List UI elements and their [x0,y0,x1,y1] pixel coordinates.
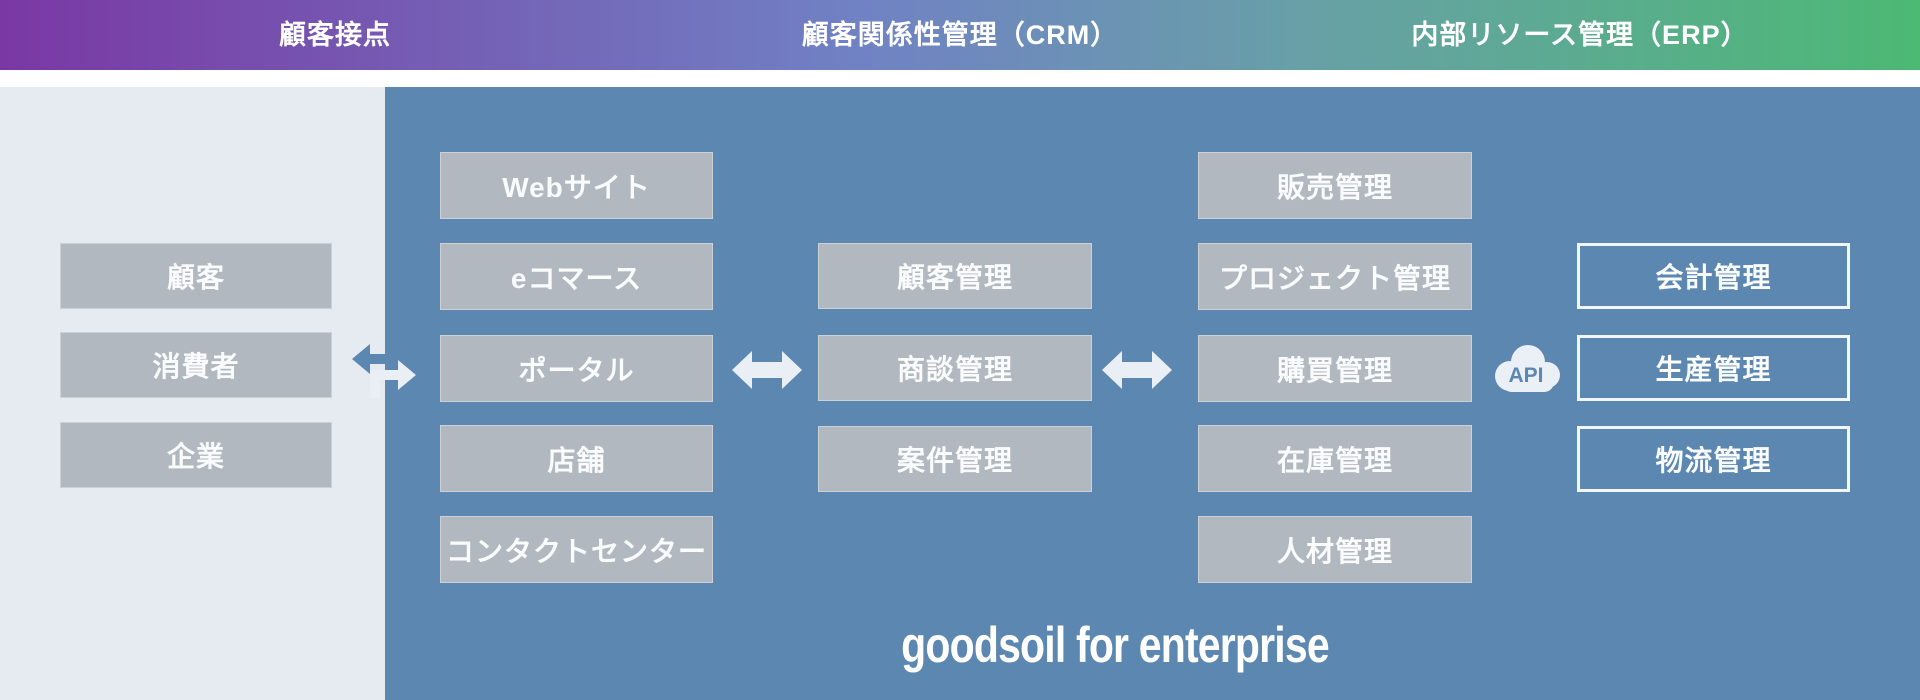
actor-box-company: 企業 [60,422,332,488]
header-section-customer-touchpoints: 顧客接点 [279,20,391,50]
channel-box-portal: ポータル [440,335,713,402]
api-cloud-label: API [1508,364,1543,387]
api-cloud-icon: API [1484,342,1570,398]
double-arrow-icon-right [1102,347,1172,393]
header-section-erp: 内部リソース管理（ERP） [1411,20,1749,50]
channel-box-ecommerce: eコマース [440,243,713,310]
header-band: 顧客接点 顧客関係性管理（CRM） 内部リソース管理（ERP） [0,0,1920,70]
erp-box-hr-mgmt: 人材管理 [1198,516,1472,583]
crm-box-case-mgmt: 案件管理 [818,426,1092,492]
actor-box-customer: 顧客 [60,243,332,309]
channel-box-contact-center: コンタクトセンター [440,516,713,583]
erp-box-sales-mgmt: 販売管理 [1198,152,1472,219]
swap-arrows-icon [350,336,418,398]
external-box-logistics-mgmt: 物流管理 [1577,426,1850,492]
actor-box-consumer: 消費者 [60,332,332,398]
brand-logo: goodsoil for enterprise [901,617,1329,673]
double-arrow-icon-left [732,347,802,393]
crm-box-customer-mgmt: 顧客管理 [818,243,1092,309]
erp-box-inventory-mgmt: 在庫管理 [1198,425,1472,492]
external-box-production-mgmt: 生産管理 [1577,335,1850,401]
channel-box-store: 店舗 [440,425,713,492]
header-section-crm: 顧客関係性管理（CRM） [801,20,1119,50]
erp-box-purchasing-mgmt: 購買管理 [1198,335,1472,402]
channel-box-website: Webサイト [440,152,713,219]
crm-box-deal-mgmt: 商談管理 [818,335,1092,401]
erp-box-project-mgmt: プロジェクト管理 [1198,243,1472,310]
external-box-accounting-mgmt: 会計管理 [1577,243,1850,309]
